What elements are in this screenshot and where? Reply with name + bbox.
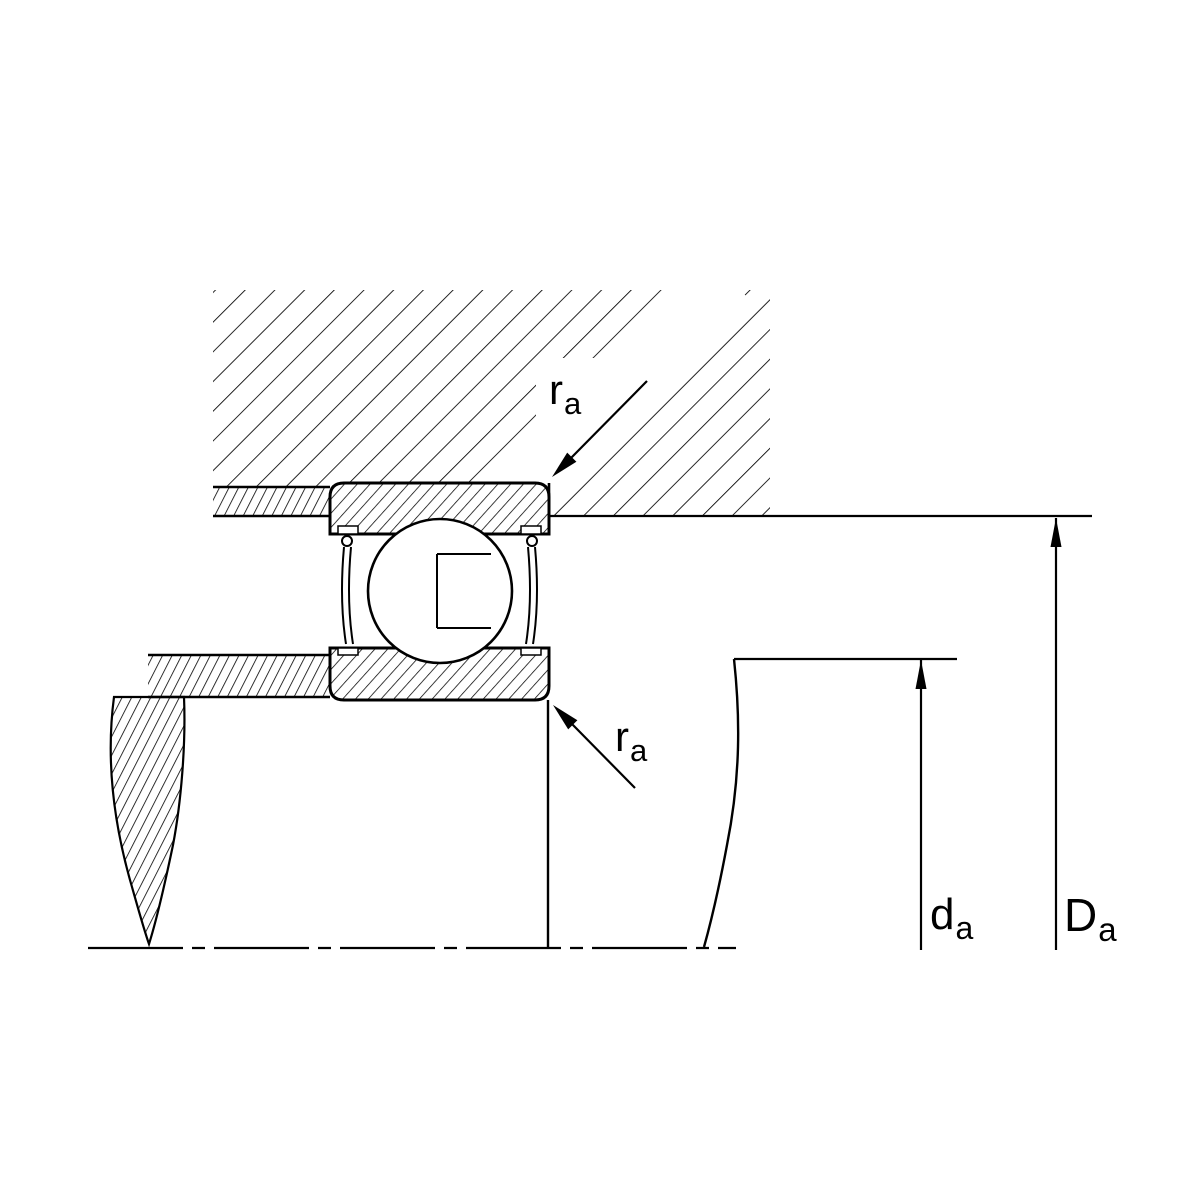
label-ra-top: ra — [549, 366, 582, 421]
seal-groove-outer-left — [337, 525, 359, 535]
bearing-seal-right — [525, 535, 539, 645]
label-ra-bottom-sub: a — [630, 733, 648, 768]
arrowhead-ra-bottom — [553, 705, 578, 730]
dimension-Da: Da — [1050, 518, 1117, 950]
label-Da-main: D — [1064, 889, 1097, 941]
bearing-seal-left — [340, 535, 354, 645]
leader-line-ra-bottom — [571, 723, 636, 789]
shaft-section — [109, 653, 740, 948]
housing-section — [213, 251, 770, 539]
label-Da: Da — [1064, 889, 1117, 948]
label-ra-bottom: ra — [615, 713, 648, 768]
bearing-cross-section — [328, 481, 551, 702]
shaft-broken-out-section — [109, 695, 186, 948]
seal-seat-inner-left — [337, 647, 359, 656]
bearing-ball — [366, 517, 514, 665]
label-da-sub: a — [955, 910, 973, 946]
bearing-inner-ring — [328, 646, 551, 702]
hatch-break-band — [471, 251, 759, 539]
leader-ra-top: ra — [536, 358, 648, 477]
dimension-da: da — [734, 657, 973, 950]
shaft-shoulder-contour — [702, 658, 740, 948]
label-ra-top-sub: a — [564, 386, 582, 421]
arrowhead-Da — [1050, 518, 1062, 547]
label-da-main: d — [930, 890, 954, 939]
leader-line-ra-top — [570, 380, 648, 459]
seal-seat-inner-right — [520, 647, 542, 656]
arrowhead-ra-top — [552, 452, 577, 477]
seal-groove-outer-right — [520, 525, 542, 535]
label-ra-top-main: r — [549, 366, 563, 413]
bearing-cage — [436, 553, 491, 629]
label-Da-sub: a — [1098, 911, 1117, 948]
shaft-shoulder-strip — [148, 655, 330, 697]
bearing-outer-ring — [328, 481, 551, 536]
arrowhead-da — [915, 660, 927, 689]
housing-shoulder-strip — [213, 487, 330, 516]
label-backing-ra-top — [536, 358, 614, 418]
label-da: da — [930, 890, 973, 946]
label-ra-bottom-main: r — [615, 713, 629, 760]
leader-ra-bottom: ra — [553, 705, 648, 789]
